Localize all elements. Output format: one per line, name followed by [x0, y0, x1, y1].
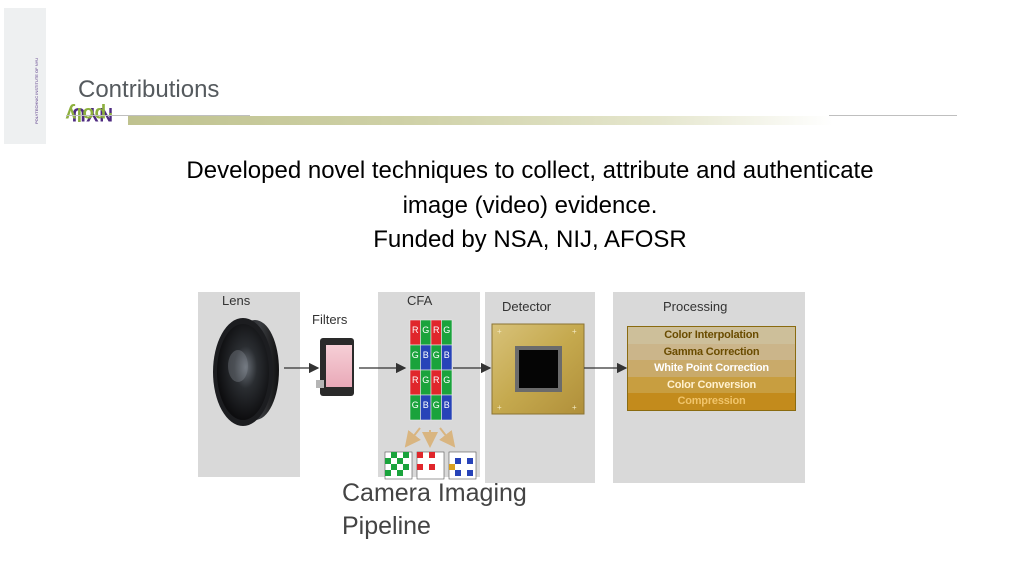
cfa-cell-letter: B — [444, 400, 450, 410]
cfa-cell — [441, 394, 453, 421]
title-rule-left — [66, 115, 250, 116]
svg-text:+: + — [497, 403, 502, 412]
cfa-cell-letter: B — [444, 350, 450, 360]
lens-label: Lens — [222, 293, 251, 308]
title-gradient-bar — [128, 116, 833, 125]
processing-step: Gamma Correction — [628, 343, 795, 361]
cfa-cell-letter: B — [423, 400, 429, 410]
nyu-poly-logo — [4, 8, 46, 144]
filter-image — [316, 338, 354, 396]
processing-step: White Point Correction — [628, 360, 795, 377]
processing-step: Compression — [628, 393, 795, 410]
cfa-cell-letter: G — [412, 350, 419, 360]
cfa-cell-letter: G — [422, 375, 429, 385]
processing-step: Color Conversion — [628, 376, 795, 394]
cfa-cell-letter: B — [423, 350, 429, 360]
body-line-3: Funded by NSA, NIJ, AFOSR — [373, 226, 687, 253]
processing-stack: Color Interpolation Gamma Correction Whi… — [627, 326, 796, 411]
cfa-cell-letter: G — [443, 375, 450, 385]
svg-text:+: + — [572, 403, 577, 412]
red-channel-mosaic — [416, 451, 445, 480]
body-line-2: image (video) evidence. — [402, 192, 658, 219]
cfa-cell-letter: G — [433, 350, 440, 360]
processing-label: Processing — [663, 299, 728, 314]
title-rule-right — [829, 115, 957, 116]
svg-text:+: + — [497, 327, 502, 336]
cfa-cell-letter: G — [443, 325, 450, 335]
cfa-cell-letter: G — [412, 400, 419, 410]
cfa-cell-letter: G — [433, 400, 440, 410]
cfa-cell-letter: G — [422, 325, 429, 335]
detector-image: + + + + — [491, 323, 585, 415]
body-line-1: Developed novel techniques to collect, a… — [186, 157, 874, 184]
diagram-caption: Camera Imaging Pipeline — [342, 477, 527, 543]
svg-text:+: + — [572, 327, 577, 336]
caption-line-1: Camera Imaging — [342, 479, 527, 507]
blue-channel-mosaic — [448, 451, 477, 480]
slide-title: Contributions — [78, 76, 220, 103]
lens-image — [213, 318, 279, 426]
cfa-cell-letter: R — [412, 375, 419, 385]
cfa-label: CFA — [407, 293, 433, 308]
caption-line-2: Pipeline — [342, 512, 431, 540]
cfa-cell-letter: R — [433, 375, 440, 385]
cfa-cell-letter: R — [412, 325, 419, 335]
cfa-cell-letter: R — [433, 325, 440, 335]
detector-label: Detector — [502, 299, 552, 314]
green-channel-mosaic — [384, 451, 413, 480]
processing-step: Color Interpolation — [628, 327, 795, 344]
filters-label: Filters — [312, 312, 348, 327]
